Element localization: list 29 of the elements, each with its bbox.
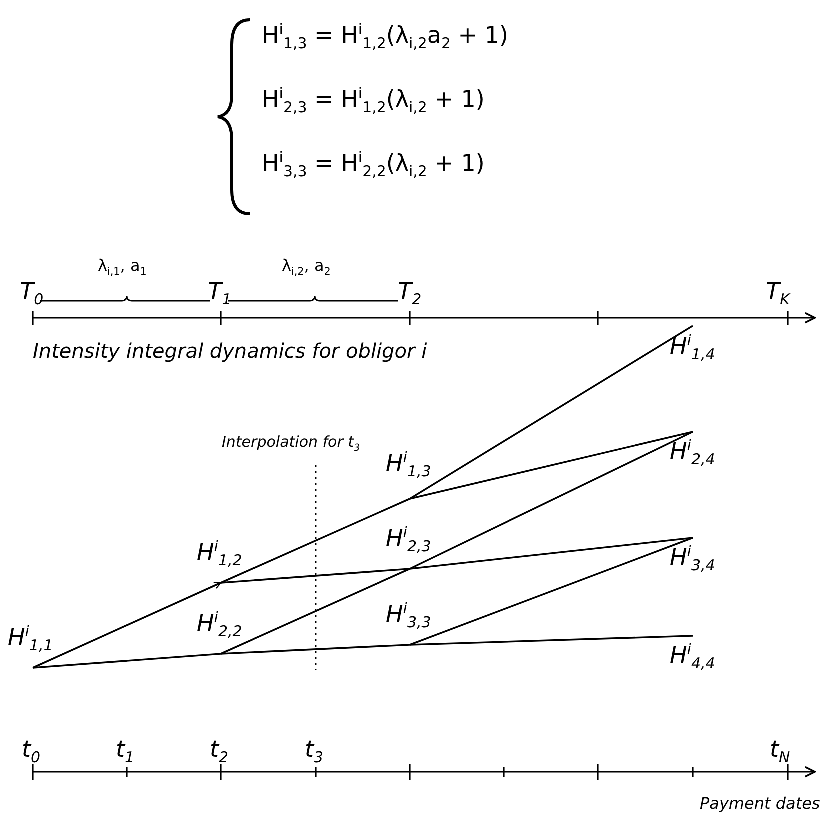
equation: H$^{i}$$_{1,3}$ = H$^{i}$$_{1,2}$(λ$_{i,2}$a$_{2}$ + 1) [262,24,508,50]
equation: H$^{i}$$_{3,3}$ = H$^{i}$$_{2,2}$(λ$_{i,2}$ + 1) [262,152,485,178]
axis-caption: Intensity integral dynamics for obligor i [33,340,428,362]
lattice-line [410,537,694,570]
brace-label: λ$_{i,1}$, a$_{1}$ [98,257,147,275]
annotation-text: Interpolation for t$_{3}$ [222,434,360,450]
lattice-line [32,653,222,669]
axis-label: t$_{2}$ [210,738,229,764]
equation: H$^{i}$$_{2,3}$ = H$^{i}$$_{1,2}$(λ$_{i,2}$ + 1) [262,88,485,114]
lattice-line [220,644,410,655]
axis-caption: Payment dates [700,795,820,813]
brace-label: λ$_{i,2}$, a$_{2}$ [282,257,331,275]
lattice-line [32,582,222,669]
lattice-line [410,635,694,646]
lattice-line [220,568,410,584]
lattice-line [220,498,410,584]
axis-label: T$_{2}$ [398,280,422,306]
lattice-line [410,537,694,646]
axis-label: T$_{K}$ [766,280,790,306]
lattice-line [220,568,410,655]
axis-label: t$_{0}$ [22,738,41,764]
lattice-line [410,431,694,570]
axis-label: t$_{1}$ [116,738,135,764]
axis-label: t$_{3}$ [305,738,324,764]
lattice-line [410,431,694,500]
axis-label: T$_{0}$ [20,280,44,306]
lattice-line [410,325,694,500]
axis-label: t$_{N}$ [770,738,790,764]
axis-label: T$_{1}$ [208,280,232,306]
